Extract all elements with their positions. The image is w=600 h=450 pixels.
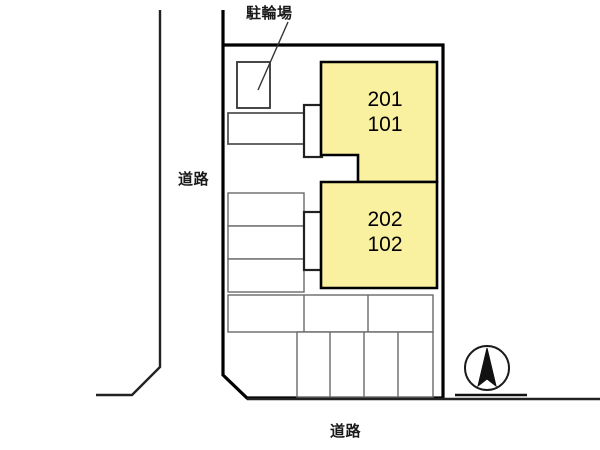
bicycle-parking-label: 駐輪場 — [246, 4, 293, 22]
unit-label-lower: 202 102 — [345, 208, 425, 258]
bicycle-parking-box — [236, 61, 271, 109]
road-label-left: 道路 — [178, 170, 210, 188]
bicycle-parking-leader-line — [257, 21, 289, 91]
common-area-block — [227, 112, 305, 145]
building-block-lower — [319, 180, 439, 290]
road-label-bottom: 道路 — [330, 422, 362, 440]
unit-lower-room-1f: 102 — [367, 232, 403, 256]
unit-lower-room-2f: 202 — [367, 208, 403, 231]
unit-upper-room-1f: 101 — [367, 112, 403, 136]
parking-stall-left-2 — [227, 225, 305, 260]
parking-band — [227, 294, 434, 333]
road-boundary-left — [96, 10, 162, 397]
lower-unit-balcony — [302, 210, 324, 272]
north-arrow-icon — [455, 345, 527, 397]
parking-stall-left-1 — [227, 192, 305, 227]
parking-stall-left-3 — [227, 258, 305, 293]
unit-label-upper: 201 101 — [345, 88, 425, 138]
upper-unit-balcony — [302, 103, 324, 159]
unit-upper-room-2f: 201 — [367, 88, 403, 111]
parking-stalls-bottom — [296, 331, 434, 398]
